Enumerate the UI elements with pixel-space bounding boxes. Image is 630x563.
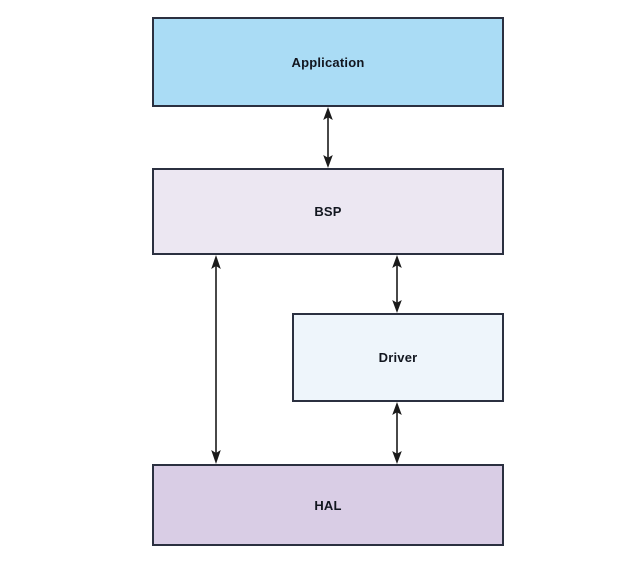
node-application-label: Application — [291, 54, 365, 70]
node-bsp-label: BSP — [314, 204, 342, 219]
connector-bsp-hal — [207, 255, 225, 464]
double-arrow-icon — [392, 402, 402, 464]
node-application[interactable]: Application — [152, 17, 504, 107]
connector-driver-hal — [388, 402, 406, 464]
double-arrow-icon — [323, 107, 333, 168]
node-hal[interactable]: HAL — [152, 464, 504, 546]
connector-application-bsp — [319, 107, 337, 168]
node-bsp[interactable]: BSP — [152, 168, 504, 255]
node-hal-label: HAL — [314, 497, 342, 513]
connector-bsp-driver — [388, 255, 406, 313]
double-arrow-icon — [392, 255, 402, 313]
node-driver[interactable]: Driver — [292, 313, 504, 402]
node-driver-label: Driver — [378, 350, 418, 365]
double-arrow-icon — [211, 255, 221, 464]
